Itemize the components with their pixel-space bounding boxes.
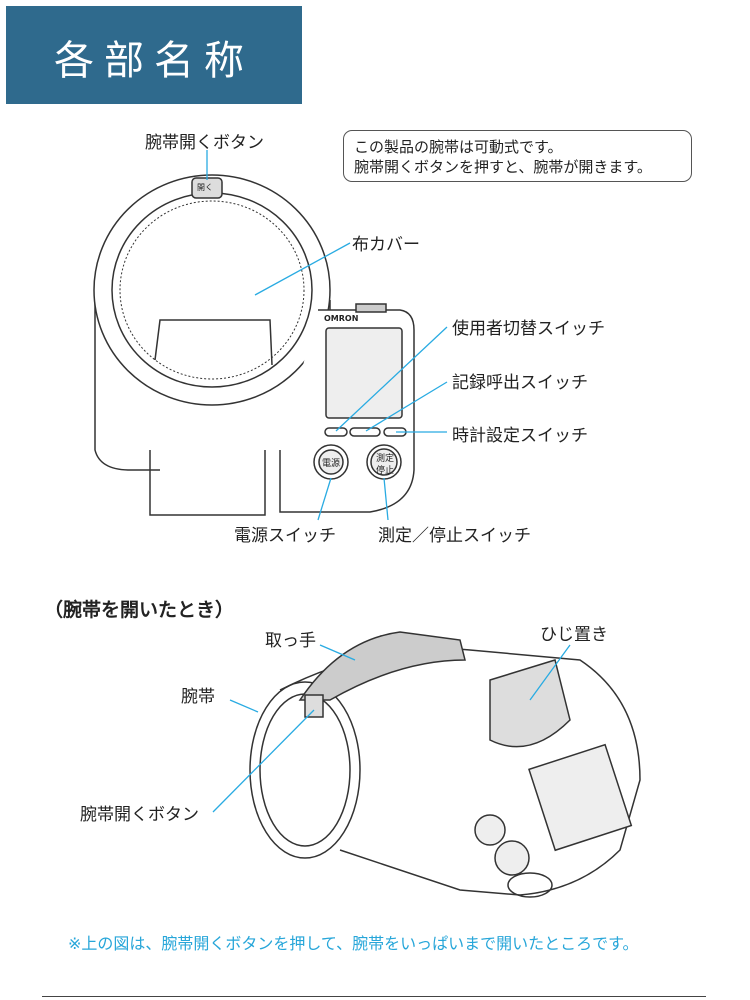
label-handle: 取っ手	[265, 631, 316, 651]
label-elbow-rest: ひじ置き	[540, 625, 608, 645]
label-clock-switch: 時計設定スイッチ	[452, 426, 588, 446]
label-power-switch: 電源スイッチ	[234, 526, 336, 546]
callout-line-1: この製品の腕帯は可動式です。	[354, 138, 563, 156]
callout-line-2: 腕帯開くボタンを押すと、腕帯が開きます。	[354, 158, 652, 176]
label-cloth-cover: 布カバー	[352, 235, 420, 255]
start-button-text[interactable]: 測定	[376, 454, 395, 464]
label-start-stop-switch: 測定／停止スイッチ	[378, 526, 531, 546]
footnote: ※上の図は、腕帯開くボタンを押して、腕帯をいっぱいまで開いたところです。	[68, 934, 639, 953]
label-cuff-open-button-2: 腕帯開くボタン	[80, 805, 199, 825]
open-button-text: 開く	[197, 183, 213, 192]
stop-button-text[interactable]: 停止	[376, 466, 395, 476]
label-user-switch: 使用者切替スイッチ	[452, 319, 605, 339]
divider	[42, 996, 706, 997]
section-header: 各部名称	[6, 6, 302, 104]
label-memory-switch: 記録呼出スイッチ	[452, 373, 588, 393]
power-button[interactable]: 電源	[322, 459, 341, 469]
page-title: 各部名称	[54, 38, 254, 84]
brand-logo: OMRON	[324, 314, 359, 323]
label-cuff-open-button: 腕帯開くボタン	[145, 133, 264, 153]
label-cuff: 腕帯	[181, 687, 215, 707]
leader-lines	[206, 150, 571, 813]
info-callout: この製品の腕帯は可動式です。 腕帯開くボタンを押すと、腕帯が開きます。	[343, 130, 692, 182]
subtitle: （腕帯を開いたとき）	[44, 599, 235, 621]
